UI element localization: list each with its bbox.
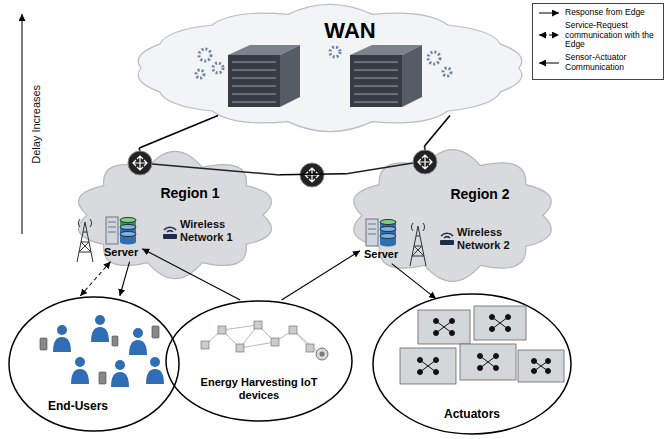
group-ellipse: Actuators bbox=[372, 293, 572, 435]
legend-text: Response from Edge bbox=[565, 8, 659, 18]
delay-arrow bbox=[21, 14, 22, 234]
axis-label: Delay Increases bbox=[30, 64, 43, 184]
node-text: Region 1 bbox=[150, 185, 230, 201]
legend-text: Service-Request communication with the E… bbox=[565, 21, 659, 50]
connector bbox=[120, 262, 130, 296]
legend-row: Response from Edge bbox=[537, 8, 659, 18]
people-icons bbox=[53, 315, 164, 387]
legend-text: Sensor-Actuator Communication bbox=[565, 53, 659, 73]
region-cloud: Region 1 Server bbox=[70, 148, 280, 282]
phone-icons bbox=[40, 326, 159, 384]
wan-cloud: WAN bbox=[130, 2, 530, 134]
legend-sample bbox=[537, 59, 561, 67]
cloud-outline bbox=[345, 146, 560, 285]
server-icon bbox=[364, 214, 398, 248]
legend-sample bbox=[537, 9, 561, 17]
network-label: Wireless Network 2 bbox=[457, 226, 519, 251]
connector bbox=[80, 262, 110, 296]
iot-network bbox=[201, 321, 328, 360]
ellipse-outline bbox=[165, 300, 353, 422]
node-text: WAN bbox=[315, 18, 385, 43]
node-text: Region 2 bbox=[440, 186, 520, 202]
legend-row: Service-Request communication with the E… bbox=[537, 21, 659, 50]
server-node: Server bbox=[360, 212, 402, 264]
node-text: End-Users bbox=[38, 400, 118, 414]
server-node: Server bbox=[100, 210, 142, 262]
legend-box: Response from EdgeService-Request commun… bbox=[532, 3, 664, 80]
node-text: Energy Harvesting IoT devices bbox=[199, 376, 319, 401]
legend-row: Sensor-Actuator Communication bbox=[537, 53, 659, 73]
drone-photos bbox=[400, 306, 564, 384]
connector bbox=[139, 116, 218, 148]
node-text: Actuators bbox=[437, 408, 507, 422]
router-icon bbox=[413, 150, 437, 174]
region-cloud: Region 2 Server bbox=[345, 146, 560, 285]
connector bbox=[280, 174, 345, 175]
node-text: Server bbox=[104, 246, 138, 259]
legend-sample bbox=[537, 31, 561, 39]
group-ellipse: Energy Harvesting IoT devices bbox=[165, 300, 353, 422]
cloud-outline bbox=[70, 148, 280, 282]
server-icon bbox=[104, 212, 138, 246]
group-ellipse: End-Users bbox=[8, 296, 180, 432]
connector bbox=[282, 251, 360, 300]
network-label: Wireless Network 1 bbox=[180, 218, 242, 243]
router-icon bbox=[128, 151, 152, 175]
node-text: Server bbox=[364, 248, 398, 261]
